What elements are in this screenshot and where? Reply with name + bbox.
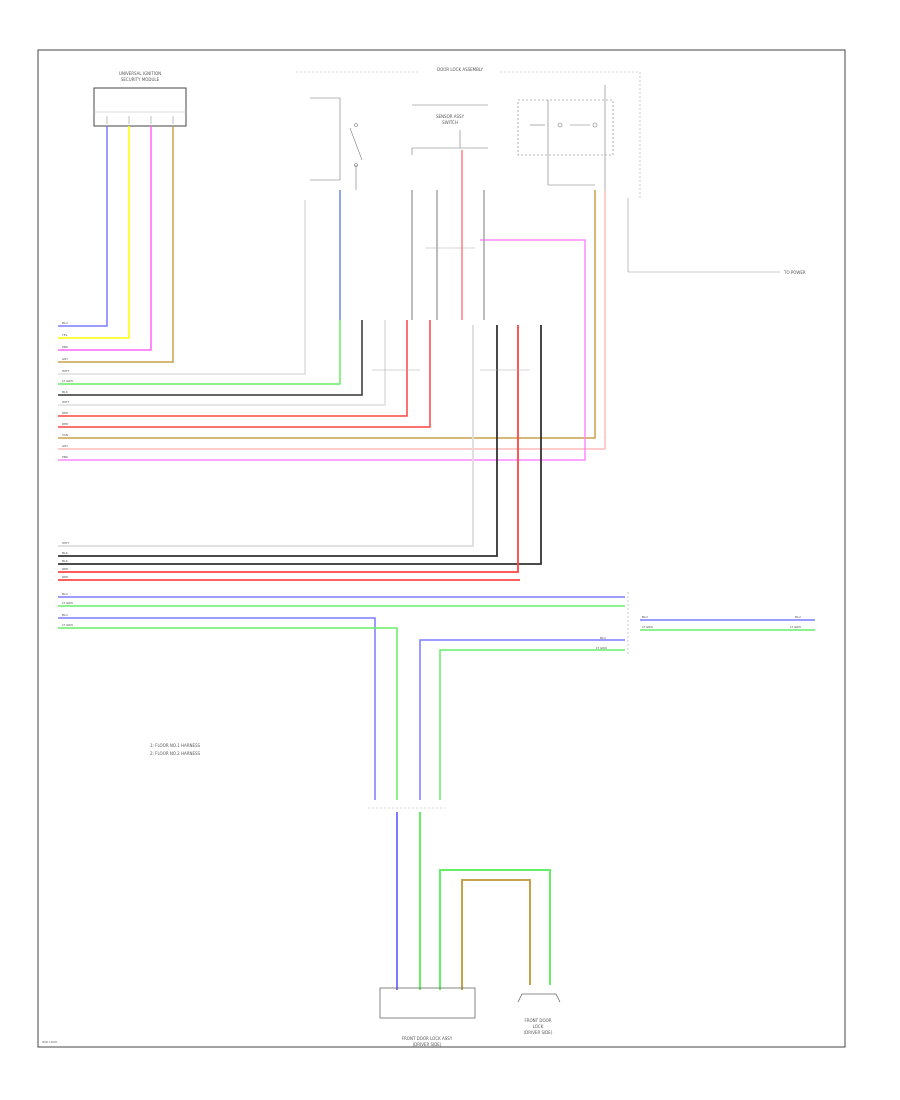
- note-1: 1: FLOOR NO.1 HARNESS: [150, 743, 201, 748]
- bottom-out-labels: BLU LT GRN: [596, 636, 607, 650]
- diagram-frame: [37, 49, 846, 1048]
- block2-wire-label-3: RED: [62, 567, 69, 571]
- door-lock-label-line3: (DRIVER SIDE): [524, 1030, 553, 1035]
- block1-wire-label-10: TAN: [61, 433, 68, 437]
- footer-label: W/D LOCK: [42, 1040, 58, 1044]
- module-label-line1: UNIVERSAL IGNITION: [119, 71, 161, 76]
- right-stub-labels: BLU LT GRN: [642, 615, 653, 629]
- block1-wire-label-9: RED: [62, 422, 69, 426]
- block1-wire-label-6: BLK: [62, 390, 69, 394]
- right-stub-end-labels: BLU LT GRN: [790, 615, 801, 629]
- block1-wire-label-8: RED: [62, 411, 69, 415]
- door-key-switch: [310, 97, 363, 190]
- block3-wire-label-3: LT GRN: [62, 623, 73, 627]
- sensor-leads: [339, 150, 485, 320]
- bottom-out-label-1: LT GRN: [596, 646, 607, 650]
- door-lock-feed: [396, 812, 551, 990]
- block3-wires: [58, 596, 815, 800]
- block2-wire-label-0: WHT: [62, 541, 69, 545]
- block1-labels: BLU YEL PNK GRY WHT LT GRN BLK WHT RED RED TAN GRY P…: [61, 321, 73, 459]
- to-power-connection: TO POWER: [627, 198, 806, 275]
- block1-wire-label-2: PNK: [62, 345, 69, 349]
- sensor-assembly: SENSOR ASSY SWITCH: [411, 104, 488, 155]
- block3-wire-label-1: LT GRN: [62, 601, 73, 605]
- block2-wire-label-1: BLK: [62, 551, 69, 555]
- harness-notes: 1: FLOOR NO.1 HARNESS 2: FLOOR NO.2 HARN…: [150, 743, 201, 756]
- front-door-lock-switch: FRONT DOOR LOCK (DRIVER SIDE): [517, 993, 561, 1035]
- door-lock-label-line1: FRONT DOOR: [524, 1018, 551, 1023]
- module-label-line2: SECURITY MODULE: [121, 77, 160, 82]
- right-stub-label-1: LT GRN: [642, 625, 653, 629]
- block3-labels: BLU LT GRN BLU LT GRN: [62, 592, 73, 627]
- bottom-out-label-0: BLU: [600, 636, 606, 640]
- block1-wire-label-5: LT GRN: [62, 379, 73, 383]
- door-lock-label-line2: LOCK: [533, 1024, 544, 1029]
- block3-wire-label-2: BLU: [62, 613, 68, 617]
- block2-labels: WHT BLK BLK RED RED: [62, 541, 69, 579]
- lock-assy-label-line2: (DRIVER SIDE): [413, 1042, 442, 1047]
- module-leads: [58, 126, 174, 363]
- block2-wire-label-4: RED: [62, 575, 69, 579]
- connector-brackets: [368, 247, 629, 809]
- note-2: 2: FLOOR NO.2 HARNESS: [150, 751, 201, 756]
- block1-wire-label-4: WHT: [62, 369, 69, 373]
- sensor-label-line1: SENSOR ASSY: [436, 114, 465, 119]
- to-power-label: TO POWER: [783, 270, 806, 275]
- right-stub-end-label-1: LT GRN: [790, 625, 801, 629]
- right-stub-label-0: BLU: [642, 615, 648, 619]
- front-door-lock-assembly: FRONT DOOR LOCK ASSY (DRIVER SIDE): [379, 987, 476, 1047]
- block3-wire-label-0: BLU: [62, 592, 68, 596]
- block2-wire-label-2: BLK: [62, 559, 69, 563]
- block1-wire-label-1: YEL: [62, 333, 68, 337]
- top-harness-line: DOOR LOCK ASSEMBLY: [296, 64, 641, 200]
- door-lock-relay-block: [517, 85, 614, 195]
- block1-wire-label-3: GRY: [62, 357, 68, 361]
- block1-wire-label-7: WHT: [62, 400, 69, 404]
- block1-wire-label-11: GRY: [62, 444, 68, 448]
- block2-wires: [58, 325, 542, 581]
- ignition-security-module: UNIVERSAL IGNITION SECURITY MODULE: [93, 71, 187, 127]
- top-harness-label: DOOR LOCK ASSEMBLY: [437, 67, 484, 72]
- block1-wire-label-12: PNK: [62, 455, 69, 459]
- lock-assy-label-line1: FRONT DOOR LOCK ASSY: [402, 1036, 453, 1041]
- right-stub-end-label-0: BLU: [795, 615, 801, 619]
- block1-wires: [58, 190, 606, 461]
- sensor-label-line2: SWITCH: [442, 120, 458, 125]
- block1-wire-label-0: BLU: [62, 321, 68, 325]
